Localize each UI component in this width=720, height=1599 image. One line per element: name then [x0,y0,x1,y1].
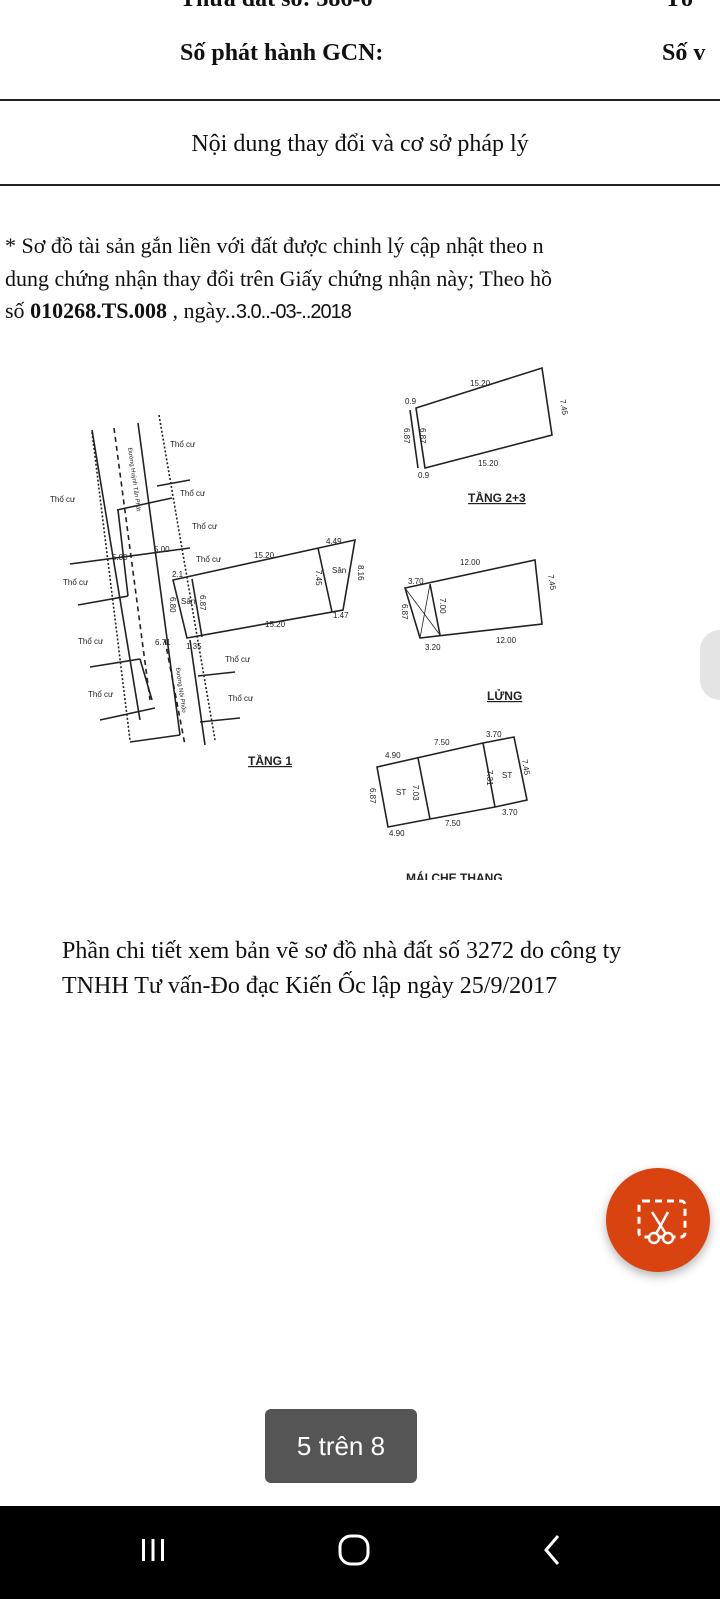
neighbor-label: Thổ cư [180,489,206,498]
mezzanine-caption: LỬNG [487,688,522,703]
back-icon[interactable] [538,1532,568,1568]
dossier-number: 010268.TS.008 [30,298,167,323]
ground-floor-caption: TẦNG 1 [248,753,292,768]
floor-2-3-caption: TẦNG 2+3 [468,490,526,505]
parcel-number-cut: Thửa đất số: 386-6 [180,0,372,13]
dimension-label: 7.31 [485,770,494,786]
dimension-label: 12.00 [460,558,481,567]
room-label: ST [502,771,512,780]
dimension-label: 7.00 [438,598,447,614]
home-icon[interactable] [337,1533,371,1567]
footer-line: Phần chi tiết xem bản vẽ sơ đồ nhà đất s… [62,938,622,964]
dimension-label: 6.87 [418,428,427,444]
recent-apps-icon[interactable] [137,1534,169,1566]
issue-number-label: Số phát hành GCN: [180,40,384,66]
dimension-label: 7.50 [445,819,461,828]
dimension-label: 6.87 [198,595,207,611]
dimension-label: 4.90 [389,829,405,838]
neighbor-label: Thổ cư [63,578,89,587]
dimension-label: 15.20 [265,620,286,629]
dimension-label: 5.00 [154,545,170,554]
dimension-label: 5.00 [112,553,128,562]
dimension-label: 8.16 [356,565,365,581]
entry-number-label: Số v [662,40,706,66]
dimension-label: 0.9 [418,471,430,480]
edge-panel-handle[interactable] [700,630,720,700]
ground-floor-outline [172,538,356,639]
dimension-label: 6.87 [402,428,411,444]
stair-roof-outline [376,736,528,828]
system-navigation-bar [0,1506,720,1599]
neighbor-label: Thổ cư [50,495,76,504]
dimension-label: 6.80 [168,597,177,613]
document-image: Thửa đất số: 386-6 Tờ Số phát hành GCN: … [0,0,720,999]
mezzanine-outline [403,559,543,639]
neighbor-label: Thổ cư [196,555,222,564]
dimension-label: 15.20 [478,459,499,468]
floor-plan-diagram: 15.20 7.45 0.9 6.87 6.87 15.20 0.9 TẦNG … [50,366,570,880]
dimension-label: 1.47 [333,611,349,620]
text: , ngày.. [166,298,236,323]
neighbor-label: Thổ cư [78,637,104,646]
dimension-label: 7.45 [314,570,323,586]
dimension-label: 15.20 [254,551,275,560]
section-title: Nội dung thay đổi và cơ sở pháp lý [191,131,529,157]
dimension-label: 7.03 [411,785,420,801]
text: số [5,298,31,323]
dimension-label: 7.45 [520,759,532,776]
dimension-label: 7.45 [546,574,558,591]
dimension-label: 3.70 [502,808,518,817]
dimension-label: 12.00 [496,636,517,645]
street-label: Đường Huỳnh Tấn Phát [126,447,141,511]
screenshot-crop-button[interactable] [606,1168,710,1272]
dimension-label: 15.20 [470,379,491,388]
screenshot-crop-icon [637,1199,687,1245]
divider [0,99,720,101]
dimension-label: 7.50 [434,738,450,747]
neighbor-label: Thổ cư [170,440,196,449]
room-label: Sân [181,597,195,606]
dimension-label: 6.87 [368,788,377,804]
dimension-label: 3.70 [486,730,502,739]
dimension-label: 7.45 [558,399,570,416]
paragraph-line: số 010268.TS.008 , ngày..3.0..-03-..2018 [5,298,352,324]
page-indicator: 5 trên 8 [265,1409,417,1483]
room-label: ST [396,788,406,797]
room-label: Sân [332,566,346,575]
neighbor-label: Thổ cư [228,694,254,703]
footer-line: TNHH Tư vấn-Đo đạc Kiến Ốc lập ngày 25/9… [62,973,558,999]
dimension-label: 6.71 [155,638,171,647]
neighbor-label: Thổ cư [225,655,251,664]
neighbor-label: Thổ cư [88,690,114,699]
paragraph-line: dung chứng nhận thay đổi trên Giấy chứng… [5,266,553,291]
dimension-label: 6.87 [400,604,409,620]
dimension-label: 0.9 [405,397,417,406]
floor-2-3-outline [415,366,553,469]
handwritten-date: 3.0..-03-..2018 [235,301,352,323]
sheet-number-cut: Tờ [665,0,694,13]
stair-roof-caption: MÁI CHE THANG [406,870,503,880]
dimension-label: 2.1 [172,570,184,579]
dimension-label: 4.90 [385,751,401,760]
dimension-label: 1.35 [186,642,202,651]
neighbor-label: Thổ cư [192,522,218,531]
paragraph-line: * Sơ đồ tài sản gắn liền với đất được ch… [5,233,544,258]
dimension-label: 3.20 [425,643,441,652]
dimension-label: 4.49 [326,537,342,546]
dimension-label: 3.70 [408,577,424,586]
divider [0,184,720,186]
